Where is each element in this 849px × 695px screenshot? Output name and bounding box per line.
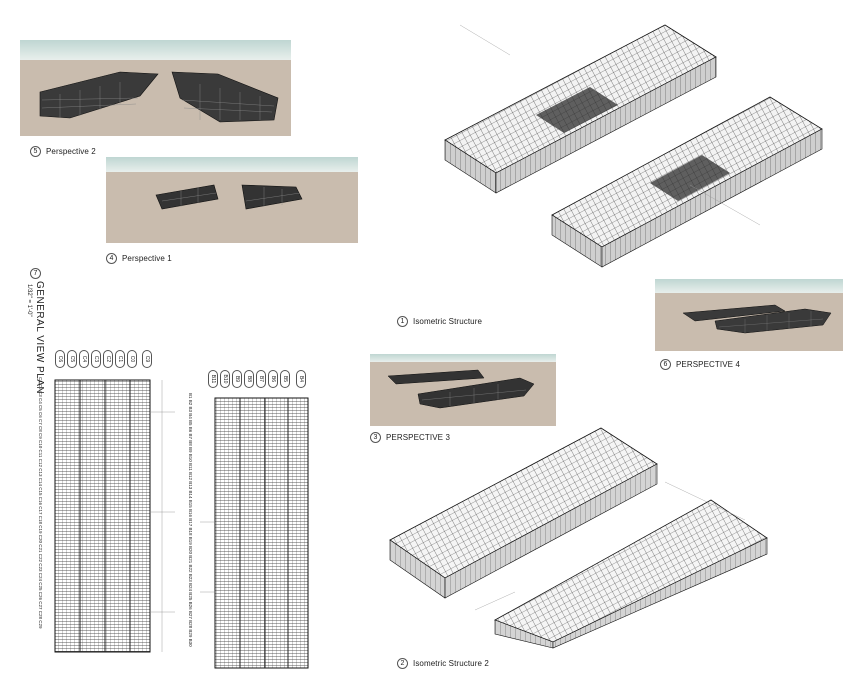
perspective-2-buildings [39, 71, 279, 123]
view-title: Isometric Structure [413, 317, 483, 326]
view-number-badge: 1 [397, 316, 408, 327]
view-number-badge: 3 [370, 432, 381, 443]
perspective-4-buildings [682, 304, 832, 334]
view-caption-perspective-2: 5 Perspective 2 [30, 146, 96, 157]
view-title: Perspective 1 [122, 254, 172, 263]
perspective-2-render[interactable] [20, 40, 291, 136]
plan-scale: 1/32" = 1'-0" [26, 284, 32, 317]
grid-tag: C3 [91, 350, 101, 368]
view-number-badge: 2 [397, 658, 408, 669]
plan-number-badge: 7 [30, 268, 41, 279]
grid-tag: C6 [55, 350, 65, 368]
grid-tag: B10 [220, 370, 230, 388]
grid-tag: B9 [232, 370, 242, 388]
grid-tag: B11 [208, 370, 218, 388]
perspective-4-render[interactable] [655, 279, 843, 351]
view-number-badge: 6 [660, 359, 671, 370]
perspective-1-render[interactable] [106, 157, 358, 243]
view-number-badge: 5 [30, 146, 41, 157]
right-plan-row-tags: B1 B2 B3 B4 B5 B6 B7 B8 B9 B10 B11 B12 B… [188, 393, 193, 647]
grid-tag: C1 [115, 350, 125, 368]
grid-tag: B6 [268, 370, 278, 388]
grid-tag: C0 [127, 350, 137, 368]
general-view-plan-right[interactable] [200, 392, 320, 672]
perspective-1-buildings [155, 184, 303, 210]
left-plan-row-tags: C1 C2 C3 C4 C5 C6 C7 C8 C9 C10 C11 C12 C… [38, 377, 43, 629]
general-view-plan-left[interactable] [50, 372, 180, 662]
view-title: PERSPECTIVE 4 [676, 360, 740, 369]
grid-tag: B7 [256, 370, 266, 388]
view-title: Isometric Structure 2 [413, 659, 489, 668]
view-caption-perspective-1: 4 Perspective 1 [106, 253, 172, 264]
grid-tag: C9 [142, 350, 152, 368]
view-caption-isometric-structure: 1 Isometric Structure [397, 316, 482, 327]
grid-tag: C4 [79, 350, 89, 368]
perspective-3-buildings [387, 369, 535, 409]
grid-tag: B8 [244, 370, 254, 388]
grid-tag: C2 [103, 350, 113, 368]
view-caption-perspective-3: 3 PERSPECTIVE 3 [370, 432, 450, 443]
view-caption-isometric-structure-2: 2 Isometric Structure 2 [397, 658, 489, 669]
grid-tag: C5 [67, 350, 77, 368]
view-title: Perspective 2 [46, 147, 96, 156]
perspective-3-render[interactable] [370, 354, 556, 426]
grid-tag: B4 [296, 370, 306, 388]
view-number-badge: 4 [106, 253, 117, 264]
isometric-structure-drawing[interactable] [440, 15, 830, 273]
grid-tag: B5 [280, 370, 290, 388]
view-caption-perspective-4: 6 PERSPECTIVE 4 [660, 359, 740, 370]
view-title: PERSPECTIVE 3 [386, 433, 450, 442]
isometric-structure-2-drawing[interactable] [385, 420, 770, 650]
